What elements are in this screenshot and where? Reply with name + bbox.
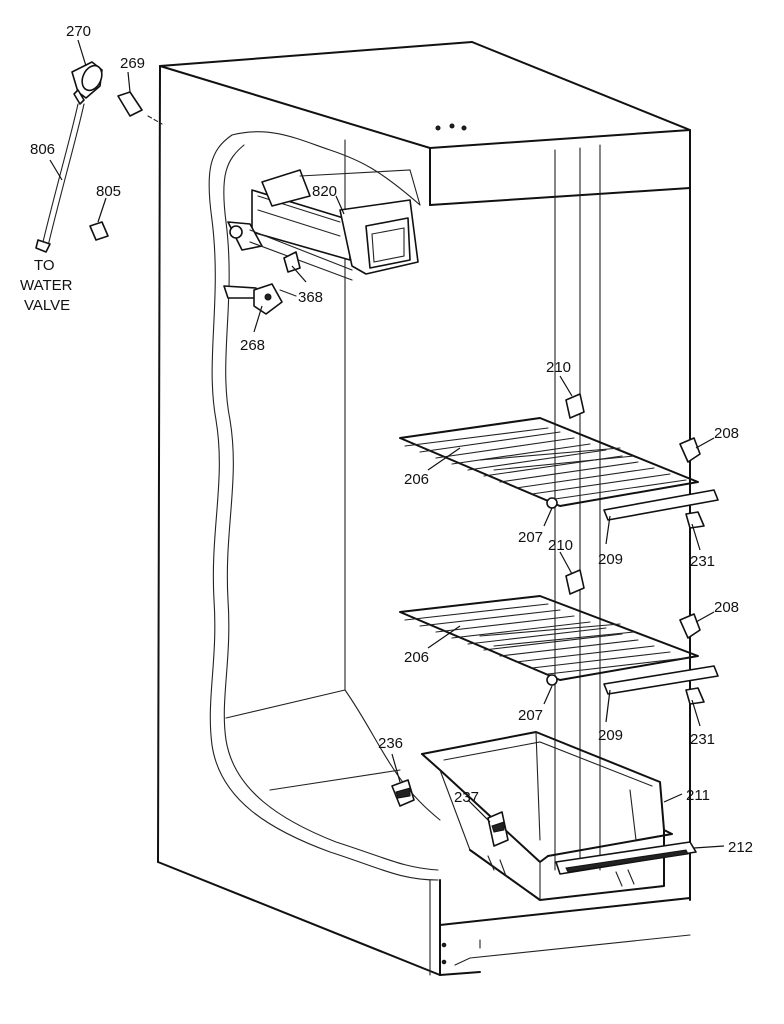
callout-209-upper: 209 [598, 551, 623, 568]
callout-208-upper: 208 [714, 425, 739, 442]
callout-211: 211 [686, 787, 710, 804]
callout-206-lower: 206 [404, 649, 429, 666]
callout-212: 212 [728, 839, 753, 856]
callout-820: 820 [312, 183, 337, 200]
callout-206-upper: 206 [404, 471, 429, 488]
callout-236: 236 [378, 735, 403, 752]
callout-207-lower: 207 [518, 707, 543, 724]
water-fitting-parts [35, 61, 163, 253]
water-valve-note-line3: VALVE [24, 297, 70, 314]
callout-231-upper: 231 [690, 553, 715, 570]
callout-210-lower: 210 [548, 537, 573, 554]
leader-lines [49, 39, 725, 849]
icemaker-assembly [223, 169, 421, 315]
callout-806: 806 [30, 141, 55, 158]
water-valve-note-line1: TO [34, 257, 55, 274]
callout-805: 805 [96, 183, 121, 200]
crisper-pan [391, 731, 697, 901]
callout-269: 269 [120, 55, 145, 72]
callout-237: 237 [454, 789, 479, 806]
upper-shelf [399, 393, 719, 529]
callout-210-upper: 210 [546, 359, 571, 376]
cabinet-outline [157, 41, 691, 976]
callout-268: 268 [240, 337, 265, 354]
callout-208-lower: 208 [714, 599, 739, 616]
lower-shelf [399, 569, 719, 705]
callout-labels: 270 269 806 805 820 368 268 210 208 206 … [20, 23, 753, 856]
callout-231-lower: 231 [690, 731, 715, 748]
callout-270: 270 [66, 23, 91, 40]
callout-207-upper: 207 [518, 529, 543, 546]
water-valve-note-line2: WATER [20, 277, 73, 294]
callout-368: 368 [298, 289, 323, 306]
callout-209-lower: 209 [598, 727, 623, 744]
